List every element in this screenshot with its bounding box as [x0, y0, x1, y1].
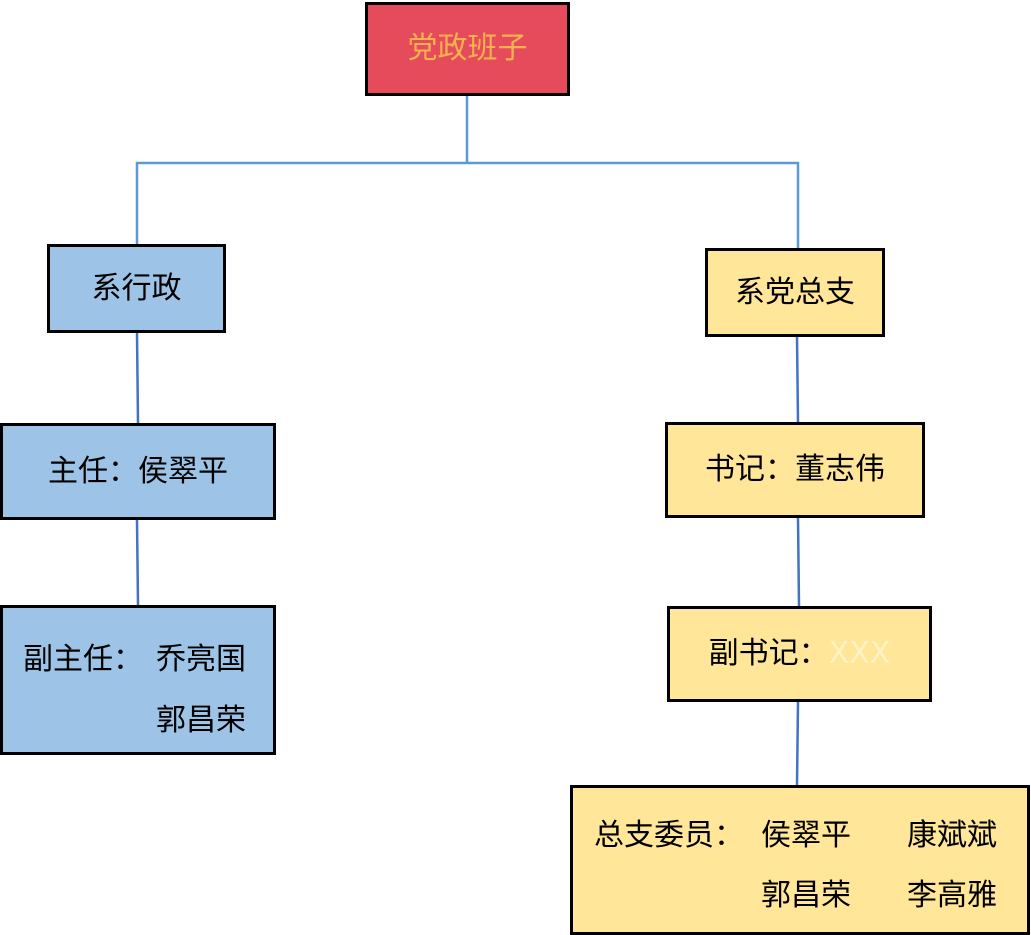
node-deputy-secretary-label: 副书记：: [708, 636, 829, 671]
deputy-director-name: 乔亮国: [156, 642, 246, 677]
connector-party-to-secretary: [795, 336, 800, 423]
committee-member-name: 李高雅: [907, 878, 997, 913]
committee-member-name: 郭昌荣: [761, 878, 851, 913]
connector-secretary-to-deputy: [796, 517, 801, 607]
node-party-branch: 系党总支: [705, 248, 885, 337]
connector-director-to-deputy: [135, 519, 140, 606]
deputy-director-name: 郭昌荣: [156, 703, 246, 738]
deputy-secretary-placeholder: XXX: [828, 636, 891, 671]
node-deputy-director-label: 副主任：: [23, 642, 143, 677]
committee-member-name: 侯翠平: [761, 818, 851, 853]
connector-root-to-branches: [135, 161, 800, 248]
node-secretary-label: 书记：董志伟: [705, 452, 885, 487]
connector-deputy-to-members: [795, 701, 800, 786]
node-secretary: 书记：董志伟: [665, 422, 925, 518]
node-deputy-director: 副主任： 乔亮国 郭昌荣: [0, 605, 276, 755]
node-party-branch-label: 系党总支: [735, 274, 855, 310]
node-department-administration: 系行政: [47, 244, 226, 333]
node-director: 主任：侯翠平: [0, 423, 276, 520]
node-branch-committee-members-label: 总支委员：: [594, 818, 744, 853]
node-deputy-secretary: 副书记： XXX: [667, 606, 932, 702]
node-branch-committee-members: 总支委员： 侯翠平 康斌斌 郭昌荣 李高雅: [570, 785, 1030, 935]
node-party-government-team-label: 党政班子: [407, 31, 528, 66]
node-department-administration-label: 系行政: [91, 270, 182, 306]
node-party-government-team: 党政班子: [365, 2, 570, 96]
committee-member-name: 康斌斌: [907, 818, 997, 853]
connector-admin-to-director: [135, 332, 140, 424]
node-director-label: 主任：侯翠平: [48, 453, 228, 489]
